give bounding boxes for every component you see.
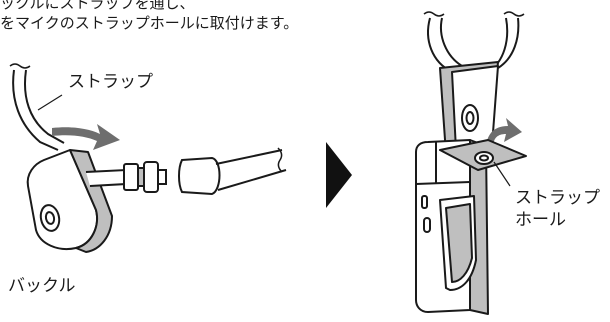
instruction-line-2: をマイクのストラップホールに取付けます。 [0, 14, 299, 32]
strap-leader-line [37, 94, 63, 111]
cord-to-connector [85, 161, 167, 193]
buckle [26, 149, 113, 253]
motion-arrow-right [486, 118, 522, 150]
strap-hole-leader-line [493, 161, 511, 187]
strap-hole-label-line-1: ストラップ [515, 188, 600, 208]
strap-hole-label-line-2: ホール [515, 210, 566, 230]
motion-arrow-left [52, 124, 120, 150]
strap-hole-plate [439, 139, 527, 171]
buckle-label: バックル [8, 276, 76, 296]
cord-end-cap [178, 147, 287, 196]
strap-label: ストラップ [68, 72, 153, 92]
left-strap-cord [9, 63, 65, 151]
step-arrow-icon [326, 142, 352, 208]
right-strap-loop [423, 11, 525, 73]
instruction-line-1: ックルにストラップを通し、 [0, 0, 195, 12]
